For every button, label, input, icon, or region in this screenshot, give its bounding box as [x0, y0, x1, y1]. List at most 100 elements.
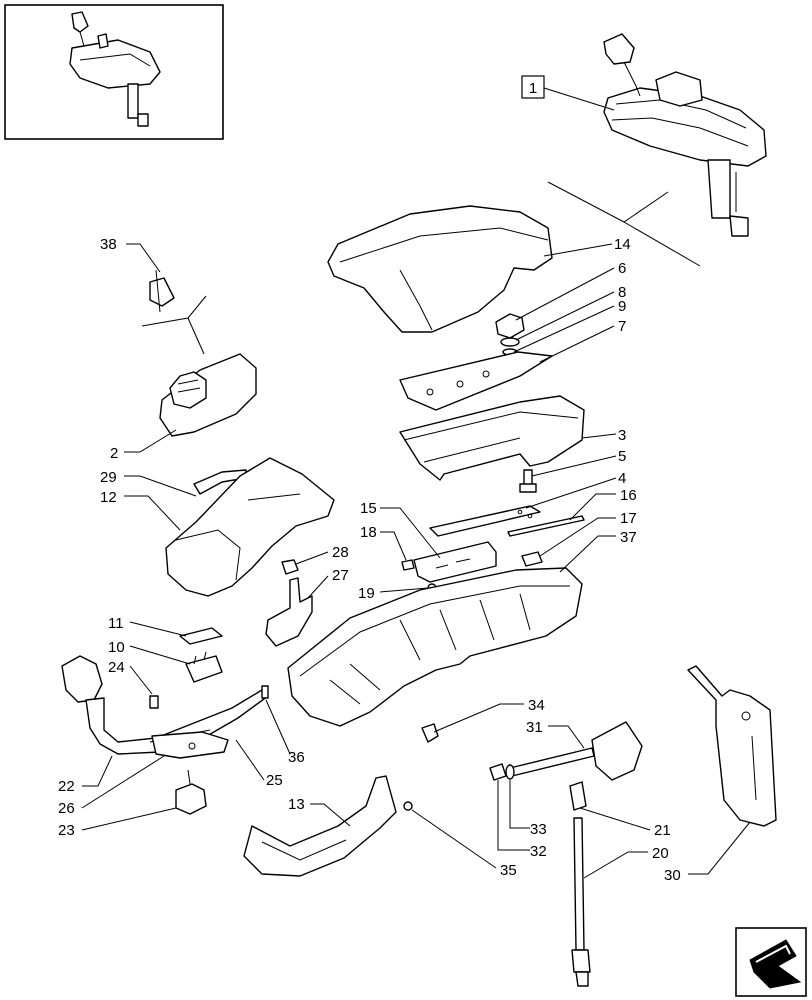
part-18-screw — [401, 559, 415, 571]
callout-14[interactable]: 14 — [543, 236, 631, 257]
callout-18-label: 18 — [360, 524, 377, 541]
callout-8[interactable]: 8 — [515, 284, 626, 341]
part-36-pin — [261, 685, 269, 699]
callout-38[interactable]: 38 — [100, 236, 161, 273]
callout-35-label: 35 — [500, 862, 517, 879]
callout-31[interactable]: 31 — [526, 719, 585, 749]
callout-2-label: 2 — [110, 445, 118, 462]
callout-24-label: 24 — [108, 659, 125, 676]
callout-17[interactable]: 17 — [539, 510, 637, 557]
callout-5-label: 5 — [618, 448, 626, 465]
callout-21-label: 21 — [654, 822, 671, 839]
callout-11[interactable]: 11 — [108, 615, 187, 637]
part-28-clip — [281, 559, 299, 575]
callout-12[interactable]: 12 — [100, 489, 181, 531]
callout-23[interactable]: 23 — [58, 807, 177, 839]
callout-28[interactable]: 28 — [295, 544, 349, 565]
callout-24[interactable]: 24 — [108, 659, 153, 695]
callout-16-label: 16 — [620, 487, 637, 504]
callout-21[interactable]: 21 — [579, 807, 671, 839]
part-17-block — [521, 551, 543, 567]
callout-38-label: 38 — [100, 236, 117, 253]
callout-27-label: 27 — [332, 567, 349, 584]
callout-35[interactable]: 35 — [411, 809, 517, 879]
callout-9-label: 9 — [618, 298, 626, 315]
callout-30-label: 30 — [664, 867, 681, 884]
part-35-washer — [403, 801, 413, 811]
part-11-plate — [179, 627, 223, 645]
part-13-lower-cover — [243, 775, 397, 877]
part-30-support-bracket — [687, 665, 777, 827]
callout-4[interactable]: 4 — [525, 470, 626, 509]
callout-2[interactable]: 2 — [110, 429, 177, 462]
part-21-fitting — [569, 781, 587, 811]
part-20-rod — [571, 817, 591, 987]
part-38-switch — [149, 269, 175, 313]
callout-6[interactable]: 6 — [515, 260, 626, 321]
callout-5[interactable]: 5 — [531, 448, 626, 477]
callout-36-label: 36 — [288, 749, 305, 766]
callout-32-label: 32 — [530, 843, 547, 860]
callout-22[interactable]: 22 — [58, 755, 113, 795]
callout-25[interactable]: 25 — [235, 739, 283, 789]
callout-34-label: 34 — [528, 697, 545, 714]
callout-23-label: 23 — [58, 822, 75, 839]
callout-7-label: 7 — [618, 318, 626, 335]
callout-26[interactable]: 26 — [58, 755, 165, 817]
callout-8-label: 8 — [618, 284, 626, 301]
callout-37[interactable]: 37 — [559, 529, 637, 573]
part-2-control-module — [159, 353, 257, 437]
callout-7[interactable]: 7 — [539, 318, 626, 363]
callout-1-label: 1 — [529, 80, 537, 97]
callout-18[interactable]: 18 — [360, 524, 407, 561]
callout-31-label: 31 — [526, 719, 543, 736]
callout-29-label: 29 — [100, 469, 117, 486]
part-33-washer — [505, 764, 515, 780]
callout-14-label: 14 — [614, 236, 631, 253]
callout-22-label: 22 — [58, 778, 75, 795]
callout-28-label: 28 — [332, 544, 349, 561]
part-26-pivot-bracket — [151, 731, 229, 759]
part-14-armrest-cushion — [327, 205, 553, 333]
next-page-arrow-icon[interactable] — [735, 927, 807, 997]
callout-34[interactable]: 34 — [433, 697, 545, 733]
callout-26-label: 26 — [58, 800, 75, 817]
part-16-strip — [507, 515, 585, 537]
callout-12-label: 12 — [100, 489, 117, 506]
part-12-console-housing — [165, 457, 335, 597]
callout-30[interactable]: 30 — [664, 821, 751, 884]
callout-3[interactable]: 3 — [581, 427, 626, 444]
part-37-lower-housing — [287, 567, 583, 727]
callout-10[interactable]: 10 — [108, 639, 191, 665]
part-7-plate — [399, 351, 553, 411]
callout-1[interactable]: 1 — [521, 75, 615, 111]
callout-11-label: 11 — [108, 615, 124, 632]
armrest-assembly-thumbnail-icon — [69, 11, 161, 127]
part-23-knob — [175, 769, 207, 815]
callout-15[interactable]: 15 — [360, 500, 441, 559]
callout-27[interactable]: 27 — [307, 567, 349, 599]
callout-20[interactable]: 20 — [583, 845, 669, 879]
callout-15-label: 15 — [360, 500, 377, 517]
callout-17-label: 17 — [620, 510, 637, 527]
thumbnail-frame[interactable] — [4, 4, 224, 140]
part-34-clip — [421, 723, 439, 743]
callout-9[interactable]: 9 — [513, 298, 626, 353]
part-4-bracket — [429, 505, 541, 537]
callout-32[interactable]: 32 — [497, 780, 547, 860]
callout-16[interactable]: 16 — [569, 487, 637, 521]
callout-19[interactable]: 19 — [358, 585, 429, 602]
part-8-washer — [500, 337, 520, 347]
callout-33[interactable]: 33 — [509, 780, 547, 838]
callout-13[interactable]: 13 — [288, 796, 351, 827]
part-3-armrest-upper-shell — [399, 395, 585, 481]
callout-13-label: 13 — [288, 796, 305, 813]
part-5-screw — [519, 469, 537, 493]
callout-4-label: 4 — [618, 470, 626, 487]
callout-29[interactable]: 29 — [100, 469, 197, 497]
callout-37-label: 37 — [620, 529, 637, 546]
callout-36[interactable]: 36 — [265, 699, 305, 766]
callout-10-label: 10 — [108, 639, 125, 656]
